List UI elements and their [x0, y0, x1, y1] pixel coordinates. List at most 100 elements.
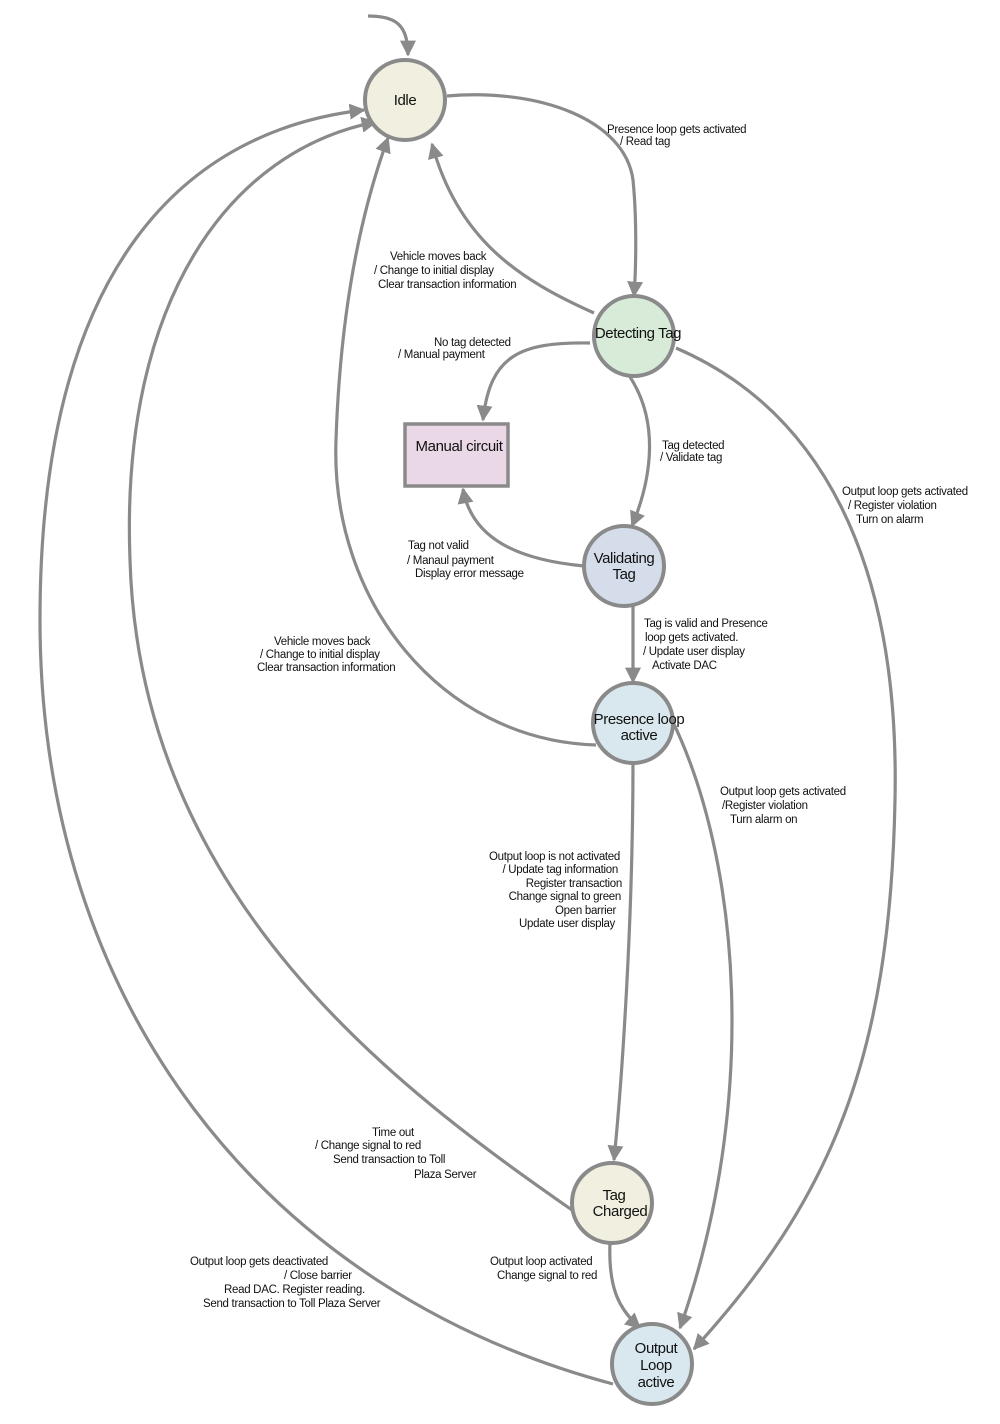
- label-output-to-idle: Output loop gets deactivated / Close barr…: [190, 1256, 381, 1310]
- edge-output-to-idle: [38, 103, 614, 1386]
- label-presence-to-idle: Vehicle moves back/ Change to initial di…: [257, 636, 395, 674]
- edge-presence-to-idle: [334, 136, 597, 747]
- state-label-line: Manual circuit: [416, 438, 504, 455]
- state-detecting-tag-label: Detecting Tag: [595, 325, 681, 342]
- label-line: / Close barrier: [284, 1270, 352, 1282]
- label-line: Turn on alarm: [856, 514, 923, 526]
- state-label-line: Idle: [394, 92, 417, 109]
- label-line: Send transaction to Toll Plaza Server: [203, 1298, 381, 1310]
- state-label-line: Output: [635, 1340, 679, 1357]
- edge-initial-to-idle: [367, 14, 416, 57]
- label-line: Activate DAC: [652, 660, 717, 672]
- label-line: Tag is valid and Presence: [644, 618, 768, 630]
- label-line: Clear transaction information: [257, 662, 395, 674]
- label-detecting-to-manual: No tag detected/ Manual payment: [398, 337, 511, 361]
- state-manual-circuit-box: [403, 422, 510, 488]
- state-idle-circle: [363, 58, 447, 142]
- state-validating-tag-circle: [582, 524, 666, 608]
- label-line: / Register violation: [848, 500, 937, 512]
- label-line: Output loop gets deactivated: [190, 1256, 328, 1268]
- state-label-line: Tag: [603, 1187, 626, 1204]
- state-label-line: Presence loop: [594, 711, 685, 728]
- label-line: Read DAC. Register reading.: [224, 1284, 365, 1296]
- label-line: / Change to initial display: [374, 265, 494, 277]
- edge-detecting-to-validating: [626, 373, 652, 528]
- label-line: Send transaction to Toll: [333, 1154, 445, 1166]
- label-line: Output loop is not activated: [489, 851, 620, 863]
- label-line: Presence loop gets activated: [607, 124, 746, 136]
- label-line: Time out: [372, 1127, 415, 1139]
- label-line: loop gets activated.: [645, 632, 738, 644]
- edge-idle-to-detecting: [446, 93, 644, 298]
- label-validating-to-presence: Tag is valid and Presence loop gets activ…: [643, 618, 768, 672]
- label-line: / Validate tag: [660, 452, 722, 464]
- label-line: Output loop activated: [490, 1256, 592, 1268]
- state-label-line: Detecting Tag: [595, 325, 681, 342]
- label-line: / Update tag information: [502, 864, 618, 876]
- label-line: / Read tag: [620, 136, 670, 148]
- state-label-line: Charged: [593, 1203, 648, 1220]
- edge-validating-to-manual: [457, 487, 585, 568]
- label-line: / Manual payment: [398, 349, 486, 361]
- label-line: Tag not valid: [408, 540, 469, 552]
- label-detecting-to-output: Output loop gets activated / Register vio…: [842, 486, 968, 526]
- label-line: Change signal to red: [497, 1270, 597, 1282]
- label-line: Output loop gets activated: [720, 786, 846, 798]
- label-line: / Update user display: [643, 646, 745, 658]
- state-label-line: Tag: [613, 566, 636, 583]
- label-line: /Register violation: [722, 800, 808, 812]
- label-detecting-to-validating: Tag detected/ Validate tag: [660, 440, 724, 464]
- edge-charged-to-output: [608, 1241, 642, 1330]
- label-line: Register transaction: [526, 878, 622, 890]
- state-label-line: active: [621, 727, 658, 744]
- label-line: / Change to initial display: [260, 649, 380, 661]
- label-idle-to-detecting: Presence loop gets activated/ Read tag: [607, 124, 746, 148]
- state-idle-label: Idle: [394, 92, 417, 109]
- label-detecting-to-idle: Vehicle moves back / Change to initial di…: [374, 251, 516, 291]
- label-line: Vehicle moves back: [390, 251, 487, 263]
- edge-detecting-to-output: [675, 346, 897, 1351]
- label-line: Open barrier: [555, 905, 616, 917]
- state-manual-circuit-label: Manual circuit: [416, 438, 504, 455]
- label-line: Update user display: [519, 918, 615, 930]
- state-detecting-tag-circle: [592, 294, 676, 378]
- state-detecting-tag: Detecting Tag: [592, 294, 682, 378]
- state-tag-charged-circle: [570, 1161, 654, 1245]
- label-line: / Manaul payment: [407, 555, 495, 567]
- edge-charged-to-idle: [127, 116, 573, 1212]
- edge-presence-to-charged: [607, 761, 635, 1162]
- state-label-line: active: [638, 1374, 675, 1391]
- edge-detecting-to-manual: [476, 341, 591, 422]
- state-label-line: Loop: [640, 1357, 672, 1374]
- edge-detecting-to-idle: [428, 142, 595, 315]
- state-manual-circuit: Manual circuit: [403, 422, 510, 488]
- label-line: Clear transaction information: [378, 279, 516, 291]
- label-presence-to-charged: Output loop is not activated/ Update tag…: [489, 851, 622, 930]
- label-line: Tag detected: [662, 440, 724, 452]
- state-idle: Idle: [363, 58, 447, 142]
- edge-presence-to-output: [670, 719, 734, 1330]
- state-presence-loop-active-circle: [591, 681, 675, 765]
- label-line: Output loop gets activated: [842, 486, 968, 498]
- label-line: Change signal to green: [509, 891, 621, 903]
- label-line: / Change signal to red: [315, 1140, 421, 1152]
- label-line: Display error message: [415, 568, 524, 580]
- label-presence-to-output: Output loop gets activated/Register viol…: [720, 786, 846, 826]
- label-line: No tag detected: [434, 337, 511, 349]
- state-output-loop-active-circle: [610, 1322, 694, 1406]
- label-line: Vehicle moves back: [274, 636, 371, 648]
- label-line: Turn alarm on: [730, 814, 797, 826]
- label-line: Plaza Server: [414, 1169, 477, 1181]
- state-label-line: Validating: [594, 550, 655, 567]
